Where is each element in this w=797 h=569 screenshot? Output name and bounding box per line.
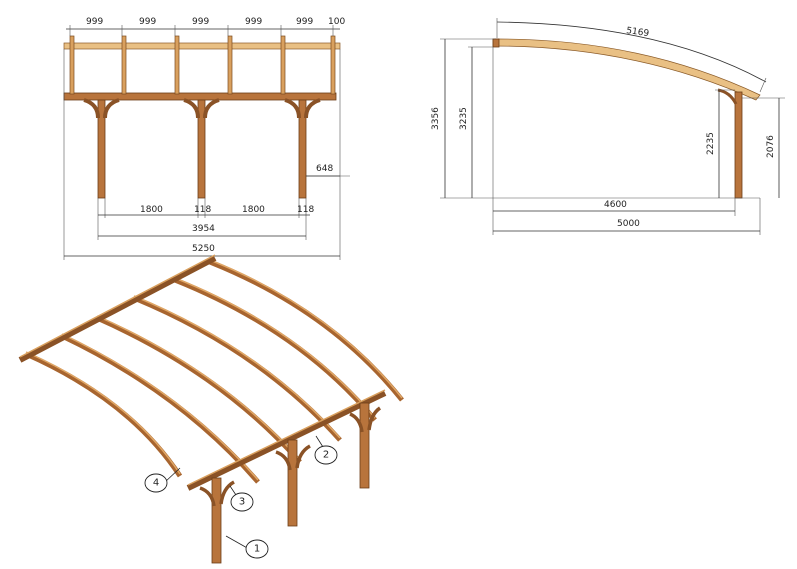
side-curved-rafter (492, 38, 761, 101)
front-view: 999 999 999 999 999 100 648 1800 118 180… (63, 17, 350, 260)
front-post-span: 3954 (192, 224, 215, 234)
side-arc-length: 5169 (626, 26, 650, 39)
iso-curved-rafter-highlights (25, 259, 403, 481)
side-low-beam-height: 2076 (766, 135, 776, 158)
side-high-post-height: 3235 (459, 107, 469, 130)
iso-curved-rafters (24, 259, 404, 484)
front-post-offset: 648 (316, 164, 333, 174)
side-rafter-end-block (492, 38, 500, 48)
front-middle-beam (63, 92, 337, 101)
side-post-distance: 4600 (604, 200, 627, 210)
front-knee-braces (83, 98, 321, 119)
front-spacing-4: 999 (245, 17, 262, 27)
front-total-width: 5250 (192, 244, 215, 254)
front-span-4: 118 (297, 205, 314, 215)
side-total-height: 3356 (431, 107, 441, 130)
side-low-post-brace (717, 88, 738, 105)
iso-top-beam (18, 255, 217, 363)
iso-callout-3: 3 (229, 485, 254, 512)
front-span-2: 118 (194, 205, 211, 215)
iso-eave-beam (186, 390, 387, 491)
front-spacing-1: 999 (86, 17, 103, 27)
svg-text:1: 1 (254, 544, 260, 555)
front-rafter-uprights (69, 35, 336, 95)
front-spacing-6: 100 (328, 17, 345, 27)
svg-text:4: 4 (153, 478, 159, 489)
iso-callout-2: 2 (314, 435, 338, 465)
front-span-1: 1800 (140, 205, 163, 215)
side-total-depth: 5000 (617, 219, 640, 229)
front-posts (97, 99, 307, 199)
front-span-3: 1800 (242, 205, 265, 215)
front-spacing-3: 999 (192, 17, 209, 27)
front-top-beam (63, 42, 341, 50)
side-low-post (734, 91, 743, 199)
front-top-ticks (69, 25, 334, 36)
front-spacing-2: 999 (139, 17, 156, 27)
svg-text:2: 2 (323, 450, 329, 461)
isometric-view: 1 2 3 4 (18, 254, 404, 564)
iso-knee-braces (199, 406, 382, 507)
side-view: 5169 3356 3235 2235 2076 4600 5000 (431, 18, 785, 235)
iso-callout-4: 4 (144, 467, 181, 493)
svg-text:3: 3 (239, 497, 245, 508)
iso-callout-1: 1 (225, 535, 269, 559)
iso-posts (211, 402, 370, 564)
side-low-post-height: 2235 (706, 132, 716, 155)
front-spacing-5: 999 (296, 17, 313, 27)
